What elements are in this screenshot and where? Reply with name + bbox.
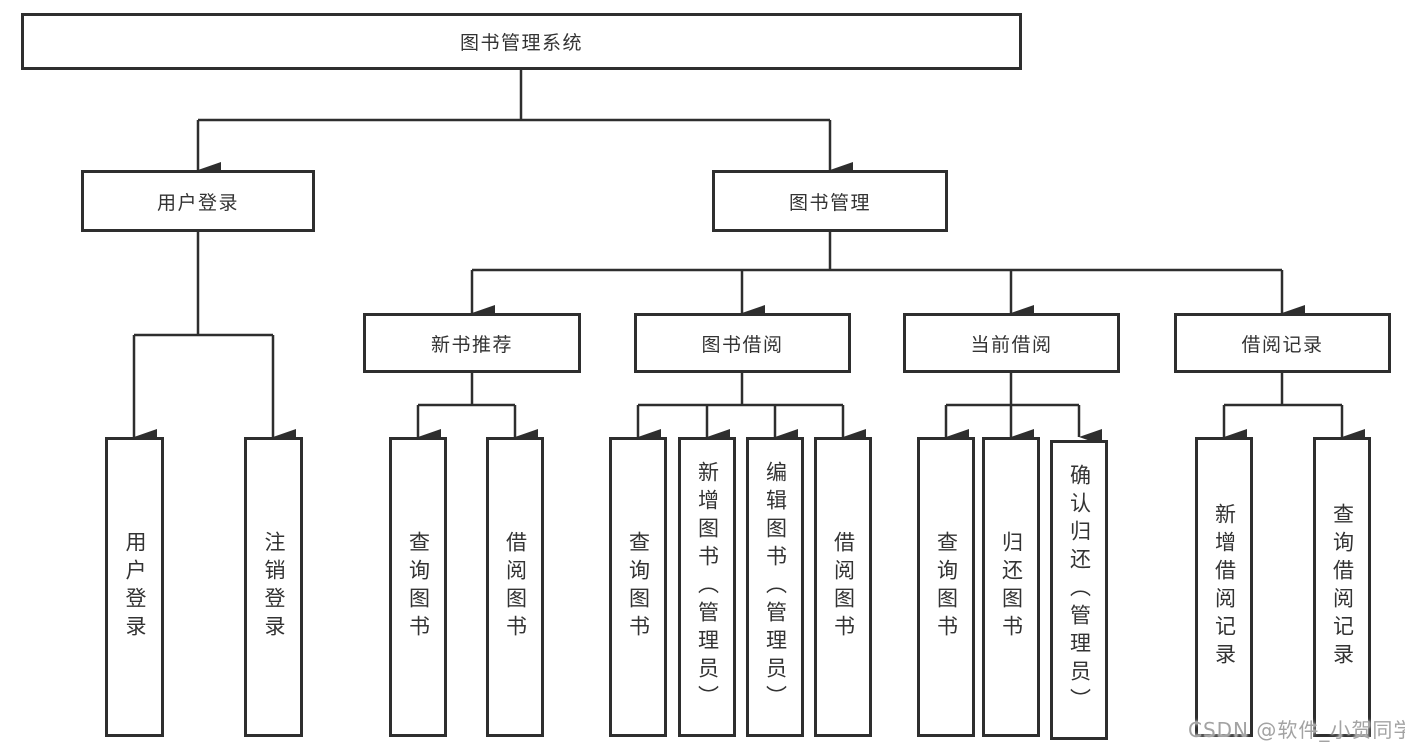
- leaf-query-books-current: 查询图书: [917, 437, 975, 737]
- node-root: 图书管理系统: [21, 13, 1022, 70]
- leaf-user-login: 用户登录: [105, 437, 164, 737]
- node-borrow-records: 借阅记录: [1174, 313, 1391, 373]
- leaf-borrow-books: 借阅图书: [814, 437, 872, 737]
- node-new-book-recommend: 新书推荐: [363, 313, 581, 373]
- csdn-watermark: CSDN @软件_小贺同学: [1188, 718, 1405, 742]
- leaf-confirm-return-admin: 确认归还（管理员）: [1050, 440, 1108, 740]
- leaf-borrow-books-recommend: 借阅图书: [486, 437, 544, 737]
- leaf-edit-books-admin: 编辑图书（管理员）: [746, 437, 804, 737]
- leaf-query-borrow-record: 查询借阅记录: [1313, 437, 1371, 737]
- leaf-return-books: 归还图书: [982, 437, 1040, 737]
- leaf-query-books-recommend: 查询图书: [389, 437, 447, 737]
- node-book-management: 图书管理: [712, 170, 948, 232]
- node-user-login: 用户登录: [81, 170, 315, 232]
- leaf-query-books-borrow: 查询图书: [609, 437, 667, 737]
- leaf-add-books-admin: 新增图书（管理员）: [678, 437, 736, 737]
- leaf-logout: 注销登录: [244, 437, 303, 737]
- node-current-borrow: 当前借阅: [903, 313, 1120, 373]
- leaf-add-borrow-record: 新增借阅记录: [1195, 437, 1253, 737]
- node-book-borrow: 图书借阅: [634, 313, 851, 373]
